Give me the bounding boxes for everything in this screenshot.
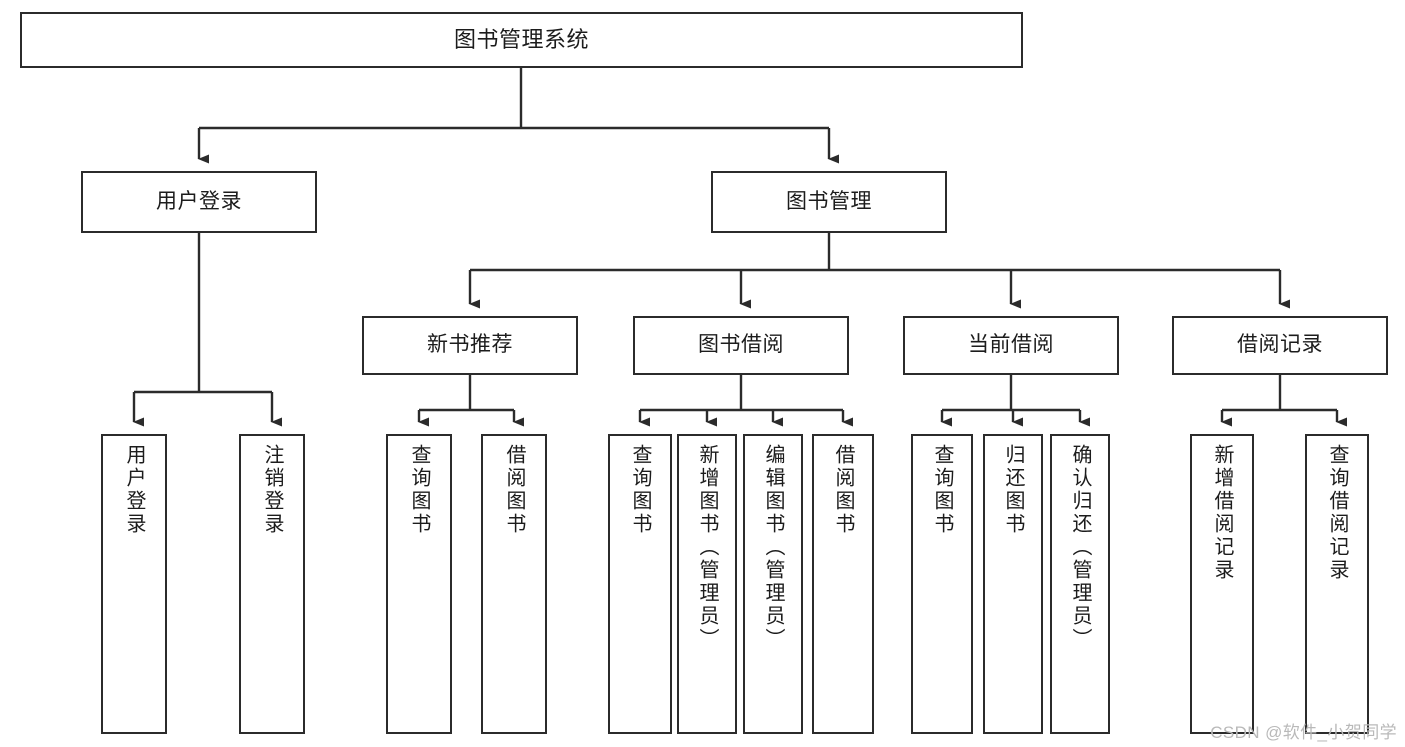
node-leaf-confirm-return-admin-label: 确认归还（管理员） [1069,444,1091,651]
node-leaf-logout-login[interactable]: 注销登录 [239,434,305,734]
watermark-text: CSDN @软件_小贺同学 [1210,723,1397,742]
node-book-borrow[interactable]: 图书借阅 [633,316,849,375]
node-leaf-user-login[interactable]: 用户登录 [101,434,167,734]
node-leaf-add-book-admin[interactable]: 新增图书（管理员） [677,434,737,734]
node-leaf-query-borrow-record-label: 查询借阅记录 [1326,444,1348,582]
node-leaf-borrow-book-recommend[interactable]: 借阅图书 [481,434,547,734]
node-leaf-query-borrow-record[interactable]: 查询借阅记录 [1305,434,1369,734]
node-current-borrow-label: 当前借阅 [968,333,1054,357]
node-leaf-logout-login-label: 注销登录 [261,444,283,536]
node-new-book-recommend[interactable]: 新书推荐 [362,316,578,375]
node-leaf-user-login-label: 用户登录 [123,444,145,536]
node-leaf-return-book-label: 归还图书 [1002,444,1024,536]
node-leaf-borrow-book[interactable]: 借阅图书 [812,434,874,734]
node-leaf-query-book-borrow[interactable]: 查询图书 [608,434,672,734]
node-leaf-query-book-recommend[interactable]: 查询图书 [386,434,452,734]
node-leaf-query-book-current[interactable]: 查询图书 [911,434,973,734]
node-leaf-query-book-borrow-label: 查询图书 [629,444,651,536]
node-leaf-add-borrow-record-label: 新增借阅记录 [1211,444,1233,582]
node-leaf-confirm-return-admin[interactable]: 确认归还（管理员） [1050,434,1110,734]
node-borrow-record[interactable]: 借阅记录 [1172,316,1388,375]
node-leaf-query-book-current-label: 查询图书 [931,444,953,536]
node-book-management-label: 图书管理 [786,189,872,213]
node-current-borrow[interactable]: 当前借阅 [903,316,1119,375]
node-root[interactable]: 图书管理系统 [20,12,1023,68]
node-user-login-label: 用户登录 [156,189,242,213]
node-leaf-add-book-admin-label: 新增图书（管理员） [696,444,718,651]
node-leaf-edit-book-admin[interactable]: 编辑图书（管理员） [743,434,803,734]
node-new-book-recommend-label: 新书推荐 [427,333,513,357]
node-leaf-query-book-recommend-label: 查询图书 [408,444,430,536]
node-user-login[interactable]: 用户登录 [81,171,317,233]
node-borrow-record-label: 借阅记录 [1237,333,1323,357]
node-leaf-edit-book-admin-label: 编辑图书（管理员） [762,444,784,651]
node-leaf-borrow-book-label: 借阅图书 [832,444,854,536]
node-book-management[interactable]: 图书管理 [711,171,947,233]
node-root-label: 图书管理系统 [453,27,589,53]
node-leaf-borrow-book-recommend-label: 借阅图书 [503,444,525,536]
node-leaf-return-book[interactable]: 归还图书 [983,434,1043,734]
node-book-borrow-label: 图书借阅 [698,333,784,357]
node-leaf-add-borrow-record[interactable]: 新增借阅记录 [1190,434,1254,734]
